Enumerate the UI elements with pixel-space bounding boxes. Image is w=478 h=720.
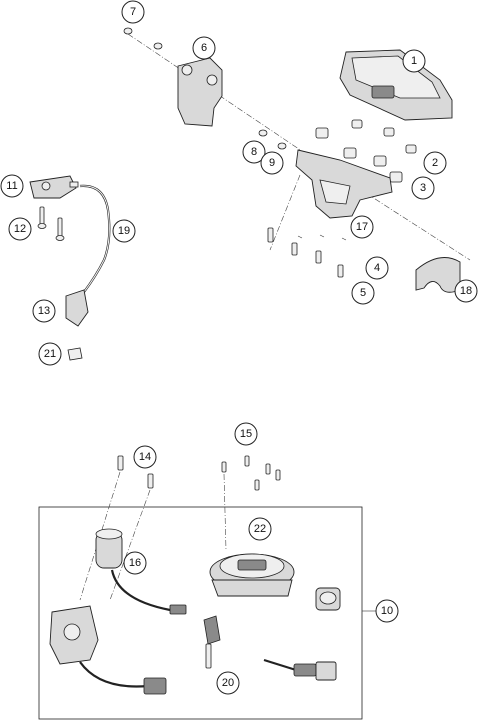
callout-circle-9 — [260, 151, 284, 175]
ignition-lock-part-16 — [95, 528, 187, 615]
callout-15: 15 — [234, 422, 258, 446]
callout-21: 21 — [38, 342, 62, 366]
callout-label-21: 21 — [44, 348, 56, 360]
bracket-part-6 — [177, 57, 223, 127]
callout-14: 14 — [133, 445, 157, 469]
fuel-cap-part-22 — [209, 553, 295, 597]
dashboard-display-part-1 — [339, 49, 453, 121]
callout-circle-18 — [454, 279, 478, 303]
callout-circle-3 — [411, 176, 435, 200]
callout-circle-13 — [32, 299, 56, 323]
callout-label-4: 4 — [374, 262, 380, 274]
screw-parts-12 — [37, 206, 65, 241]
callout-circle-20 — [216, 671, 240, 695]
callout-9: 9 — [260, 151, 284, 175]
screw-parts-15 — [221, 455, 281, 551]
callout-label-8: 8 — [251, 146, 257, 158]
callout-label-13: 13 — [38, 305, 50, 317]
sensor-bracket-part-11 — [29, 175, 79, 199]
callout-label-18: 18 — [460, 285, 472, 297]
callout-circle-16 — [123, 551, 147, 575]
callout-circle-19 — [112, 219, 136, 243]
callout-circle-12 — [8, 217, 32, 241]
callout-8: 8 — [242, 140, 266, 164]
lock-cylinder-part — [315, 587, 341, 611]
callout-label-6: 6 — [201, 42, 207, 54]
callout-circle-11 — [0, 174, 24, 198]
screw-part-7 — [123, 27, 163, 50]
callout-5: 5 — [351, 281, 375, 305]
callout-label-19: 19 — [118, 225, 130, 237]
callout-circle-22 — [248, 517, 272, 541]
screw-parts-14 — [79, 455, 154, 601]
callout-label-9: 9 — [269, 157, 275, 169]
connector-part — [263, 658, 337, 681]
callout-circle-10 — [375, 599, 399, 623]
steering-lock-assembly — [49, 605, 167, 695]
sensor-part-13 — [65, 289, 89, 327]
washer-parts-8-9 — [258, 129, 287, 150]
callout-label-1: 1 — [411, 55, 417, 67]
kit-frame-10 — [38, 506, 363, 720]
callout-1: 1 — [402, 49, 426, 73]
holder-part-17 — [295, 149, 393, 219]
callout-19: 19 — [112, 219, 136, 243]
callout-label-11: 11 — [6, 180, 17, 192]
clip-part-21 — [67, 347, 83, 361]
callout-22: 22 — [248, 517, 272, 541]
callout-circle-5 — [351, 281, 375, 305]
callout-3: 3 — [411, 176, 435, 200]
callout-label-2: 2 — [432, 157, 438, 169]
callout-10: 10 — [375, 599, 399, 623]
callout-label-20: 20 — [222, 677, 234, 689]
callout-label-10: 10 — [381, 605, 393, 617]
callout-13: 13 — [32, 299, 56, 323]
callout-label-5: 5 — [360, 287, 366, 299]
callout-label-3: 3 — [420, 182, 426, 194]
callout-circle-15 — [234, 422, 258, 446]
grommet-parts-2 — [315, 119, 417, 154]
callout-label-17: 17 — [356, 221, 368, 233]
callout-12: 12 — [8, 217, 32, 241]
callout-circle-1 — [402, 49, 426, 73]
callout-circle-8 — [242, 140, 266, 164]
callout-6: 6 — [192, 36, 216, 60]
key-part-20 — [203, 615, 221, 669]
callout-circle-6 — [192, 36, 216, 60]
callout-circle-21 — [38, 342, 62, 366]
callout-4: 4 — [365, 256, 389, 280]
callout-label-16: 16 — [129, 557, 141, 569]
callout-circle-17 — [350, 215, 374, 239]
screw-parts-5 — [267, 227, 344, 278]
assembly-axis-line-vertical — [269, 174, 301, 251]
callout-label-14: 14 — [139, 451, 151, 463]
callout-label-22: 22 — [254, 523, 266, 535]
callout-18: 18 — [454, 279, 478, 303]
screw-parts-4 — [267, 234, 347, 241]
callout-label-12: 12 — [14, 223, 26, 235]
callout-circle-4 — [365, 256, 389, 280]
callout-20: 20 — [216, 671, 240, 695]
callout-circle-7 — [121, 0, 145, 24]
callout-label-7: 7 — [130, 6, 136, 18]
callout-7: 7 — [121, 0, 145, 24]
callout-label-15: 15 — [240, 428, 252, 440]
clamp-part-18 — [415, 257, 461, 293]
callout-circle-14 — [133, 445, 157, 469]
callout-circle-2 — [423, 151, 447, 175]
callout-17: 17 — [350, 215, 374, 239]
callout-16: 16 — [123, 551, 147, 575]
cable-part-19 — [79, 184, 111, 293]
callout-11: 11 — [0, 174, 24, 198]
callout-2: 2 — [423, 151, 447, 175]
